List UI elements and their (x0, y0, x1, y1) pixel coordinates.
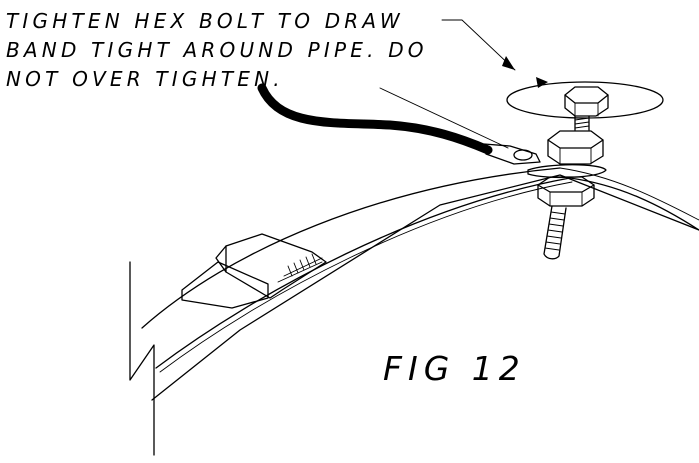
stud-threads (544, 211, 566, 251)
ground-wire (257, 83, 541, 165)
figure-label: FIG 12 (383, 349, 526, 388)
annotation-line-3: NOT OVER TIGHTEN. (6, 67, 284, 91)
annotation-text: TIGHTEN HEX BOLT TO DRAW BAND TIGHT AROU… (6, 9, 428, 91)
annotation-line-1: TIGHTEN HEX BOLT TO DRAW (6, 9, 404, 33)
band-buckle (181, 233, 327, 309)
annotation-line-2: BAND TIGHT AROUND PIPE. DO (6, 38, 428, 62)
leader-lines (379, 19, 516, 149)
buckle-grip-lines (287, 253, 317, 277)
hex-bolt-assembly (506, 77, 664, 260)
pipe-outline (129, 174, 699, 456)
